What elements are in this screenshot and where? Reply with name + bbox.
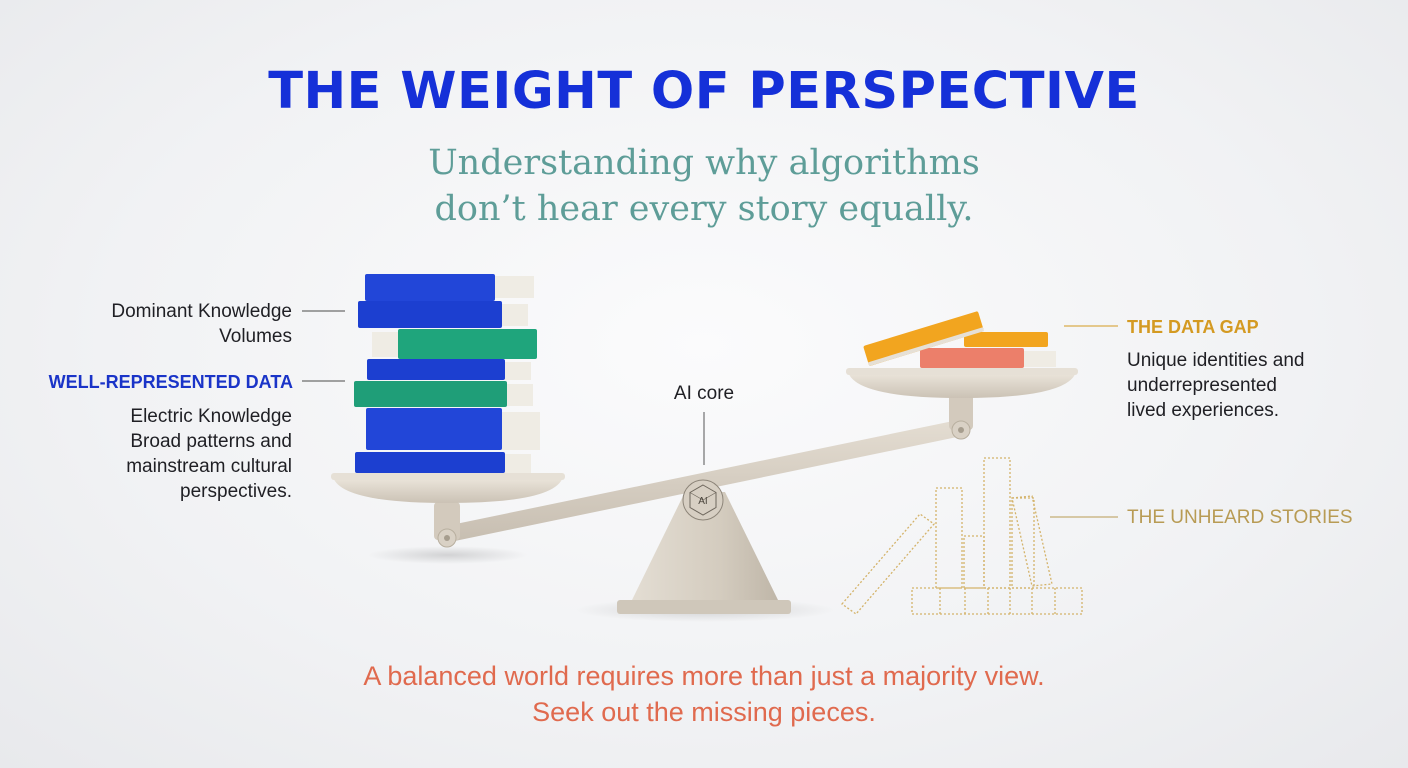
electric-line-3: mainstream cultural bbox=[126, 456, 292, 477]
electric-line-4: perspectives. bbox=[180, 481, 292, 502]
book bbox=[354, 381, 533, 407]
subtitle-line-2: don’t hear every story equally. bbox=[434, 189, 974, 229]
unique-line-3: lived experiences. bbox=[1127, 400, 1280, 421]
electric-knowledge-label: Electric Knowledge Broad patterns and ma… bbox=[60, 404, 292, 504]
outline-book bbox=[983, 457, 1011, 589]
dominant-knowledge-label: Dominant Knowledge Volumes bbox=[60, 299, 292, 349]
book bbox=[372, 329, 537, 359]
ai-core-label: AI core bbox=[673, 383, 735, 404]
unique-line-1: Unique identities and bbox=[1127, 350, 1305, 371]
scale-fulcrum bbox=[632, 492, 778, 600]
outline-book bbox=[935, 487, 963, 589]
book bbox=[964, 332, 1048, 347]
footer-message: A balanced world requires more than just… bbox=[0, 658, 1408, 730]
book bbox=[863, 311, 985, 367]
left-pan-shadow bbox=[368, 546, 528, 564]
right-pan-post bbox=[949, 394, 973, 430]
outline-book bbox=[841, 513, 935, 615]
well-represented-heading: WELL-REPRESENTED DATA bbox=[48, 372, 293, 392]
ai-core-emblem-text: AI bbox=[698, 496, 707, 507]
electric-line-2: Broad patterns and bbox=[130, 431, 292, 452]
outline-book bbox=[1011, 497, 1035, 589]
unheard-stories-outlines bbox=[841, 457, 1083, 615]
unheard-stories-label: THE UNHEARD STORIES bbox=[1127, 507, 1353, 528]
electric-line-1: Electric Knowledge bbox=[130, 406, 292, 427]
right-pan bbox=[848, 372, 1076, 398]
left-pan-post bbox=[434, 502, 460, 540]
page-subtitle: Understanding why algorithms don’t hear … bbox=[0, 140, 1408, 232]
dominant-line-1: Dominant Knowledge bbox=[111, 301, 292, 322]
book bbox=[355, 452, 531, 473]
unique-identities-label: Unique identities and underrepresented l… bbox=[1127, 348, 1304, 423]
footer-line-1: A balanced world requires more than just… bbox=[363, 661, 1045, 691]
data-gap-heading: THE DATA GAP bbox=[1127, 317, 1259, 337]
outline-book bbox=[963, 535, 985, 589]
book bbox=[920, 348, 1056, 368]
footer-line-2: Seek out the missing pieces. bbox=[532, 697, 876, 727]
outline-book bbox=[911, 587, 1083, 615]
dominant-book-stack bbox=[354, 274, 540, 473]
data-gap-books bbox=[863, 311, 1056, 368]
dominant-line-2: Volumes bbox=[219, 326, 292, 347]
book bbox=[365, 274, 534, 301]
page-title: THE WEIGHT OF PERSPECTIVE bbox=[268, 62, 1140, 121]
book bbox=[366, 408, 540, 450]
subtitle-line-1: Understanding why algorithms bbox=[428, 143, 980, 183]
book bbox=[358, 301, 528, 328]
scale-base-plate bbox=[617, 600, 791, 614]
book bbox=[367, 359, 531, 380]
outline-book bbox=[1011, 495, 1053, 587]
unique-line-2: underrepresented bbox=[1127, 375, 1277, 396]
left-pan bbox=[333, 477, 563, 503]
